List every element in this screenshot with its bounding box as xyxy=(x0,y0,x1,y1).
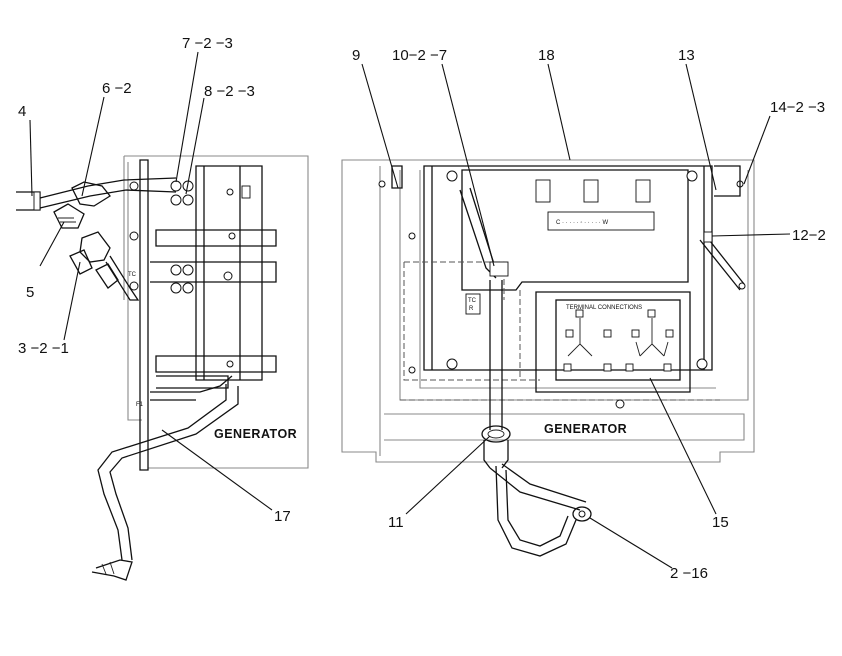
callout-11: 11 xyxy=(388,514,404,531)
right-generator-view: C · · · · · ◦ · · · · · W TERMINAL CONNE… xyxy=(341,159,755,557)
callout-8-2-3: 8 −2 −3 xyxy=(204,83,255,100)
left-generator-label: GENERATOR xyxy=(214,427,297,441)
svg-text:TERMINAL CONNECTIONS: TERMINAL CONNECTIONS xyxy=(566,305,642,311)
callout-9: 9 xyxy=(352,47,360,64)
svg-text:C · · · · · ◦ · · · · · W: C · · · · · ◦ · · · · · W xyxy=(556,220,608,226)
svg-text:R: R xyxy=(469,306,474,312)
callout-18: 18 xyxy=(538,47,555,64)
svg-text:TC: TC xyxy=(468,298,477,304)
callout-13: 13 xyxy=(678,47,695,64)
leader-lines xyxy=(29,51,791,569)
svg-text:TC: TC xyxy=(128,272,137,278)
callout-10-2-7: 10−2 −7 xyxy=(392,47,447,64)
callout-17: 17 xyxy=(274,508,291,525)
callout-15: 15 xyxy=(712,514,729,531)
callout-5: 5 xyxy=(26,284,34,301)
callout-3-2-1: 3 −2 −1 xyxy=(18,340,69,357)
callout-7-2-3: 7 −2 −3 xyxy=(182,35,233,52)
callout-labels: 4 6 −2 7 −2 −3 8 −2 −3 5 3 −2 −1 17 9 10… xyxy=(18,35,826,582)
right-generator-label: GENERATOR xyxy=(544,422,627,436)
callout-2-16: 2 −16 xyxy=(670,565,708,582)
left-generator-view: F1 TC xyxy=(16,155,309,581)
callout-12-2: 12−2 xyxy=(792,227,826,244)
callout-4: 4 xyxy=(18,103,26,120)
callout-6-2: 6 −2 xyxy=(102,80,132,97)
svg-text:F1: F1 xyxy=(136,402,144,408)
callout-14-2-3: 14−2 −3 xyxy=(770,99,825,116)
